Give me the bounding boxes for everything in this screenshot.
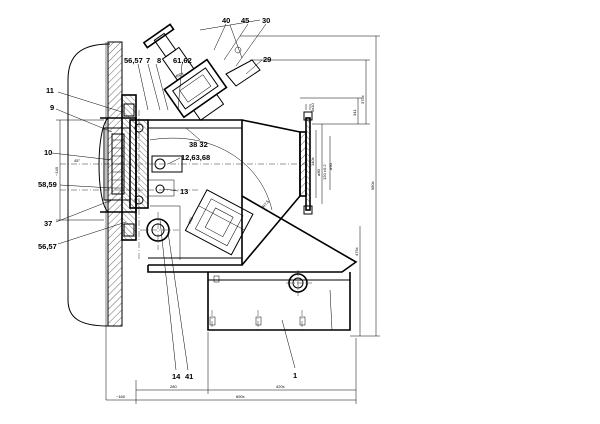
- part-label-30: 30: [262, 16, 270, 25]
- part-label-41: 41: [185, 372, 193, 381]
- dim-flange-1: 5x10: [310, 103, 315, 112]
- dim-slot: ø90: [187, 215, 195, 224]
- part-label-40: 40: [222, 16, 230, 25]
- dim-right-2: 375±: [360, 94, 365, 104]
- part-labels: 40 45 30 29 56,57 7 8 61,62 11 9 10 38 3…: [38, 16, 297, 381]
- dim-right-1: 341: [352, 109, 357, 116]
- part-label-38-32: 38 32: [189, 140, 208, 149]
- dimension-labels: ~160 280 420± 690± 341 375± 980± 475± ~1…: [54, 70, 375, 399]
- dim-right-4: 475±: [354, 246, 359, 256]
- part-label-8: 8: [157, 56, 161, 65]
- dimension-lines: [56, 35, 380, 404]
- dim-flange-2: 140±: [310, 156, 315, 166]
- center-hub: [60, 110, 310, 260]
- part-label-61-62: 61,62: [173, 56, 192, 65]
- part-label-14: 14: [172, 372, 181, 381]
- support-bracket: [147, 195, 358, 332]
- part-label-11: 11: [46, 86, 54, 95]
- dim-top: 460±: [174, 70, 185, 79]
- part-label-58-59: 58,59: [38, 180, 57, 189]
- dim-bottom-right: 420±: [276, 384, 286, 389]
- cone-section: [241, 104, 313, 266]
- part-label-13: 13: [180, 187, 188, 196]
- part-label-37: 37: [44, 219, 52, 228]
- wall-body: [67, 41, 123, 400]
- dim-flange-5: ø90: [328, 162, 333, 170]
- dim-left-vertical: ~140: [54, 166, 59, 176]
- part-label-1: 1: [293, 371, 297, 380]
- dim-flange-3: ø80: [316, 168, 321, 176]
- dim-bottom-long: 690±: [236, 394, 246, 399]
- part-label-7: 7: [146, 56, 150, 65]
- dim-right-3: 980±: [370, 180, 375, 190]
- part-label-9: 9: [50, 103, 54, 112]
- part-label-56-57-bottom: 56,57: [38, 242, 57, 251]
- leader-lines: [51, 23, 296, 371]
- part-label-45: 45: [241, 16, 249, 25]
- part-label-10: 10: [44, 148, 52, 157]
- dim-angle: 45°: [74, 158, 80, 163]
- dim-slot-radius: R7,5: [261, 198, 271, 208]
- dim-flange-4: 120 ±0.2: [322, 164, 327, 180]
- dim-bottom-mid: 280: [170, 384, 177, 389]
- part-label-29: 29: [263, 55, 271, 64]
- main-tube: [140, 119, 273, 266]
- handwheel-assembly: [142, 19, 261, 121]
- dim-bottom-left: ~160: [116, 394, 126, 399]
- part-label-56-57-top: 56,57: [124, 56, 143, 65]
- part-label-12-63-68: 12,63,68: [181, 153, 210, 162]
